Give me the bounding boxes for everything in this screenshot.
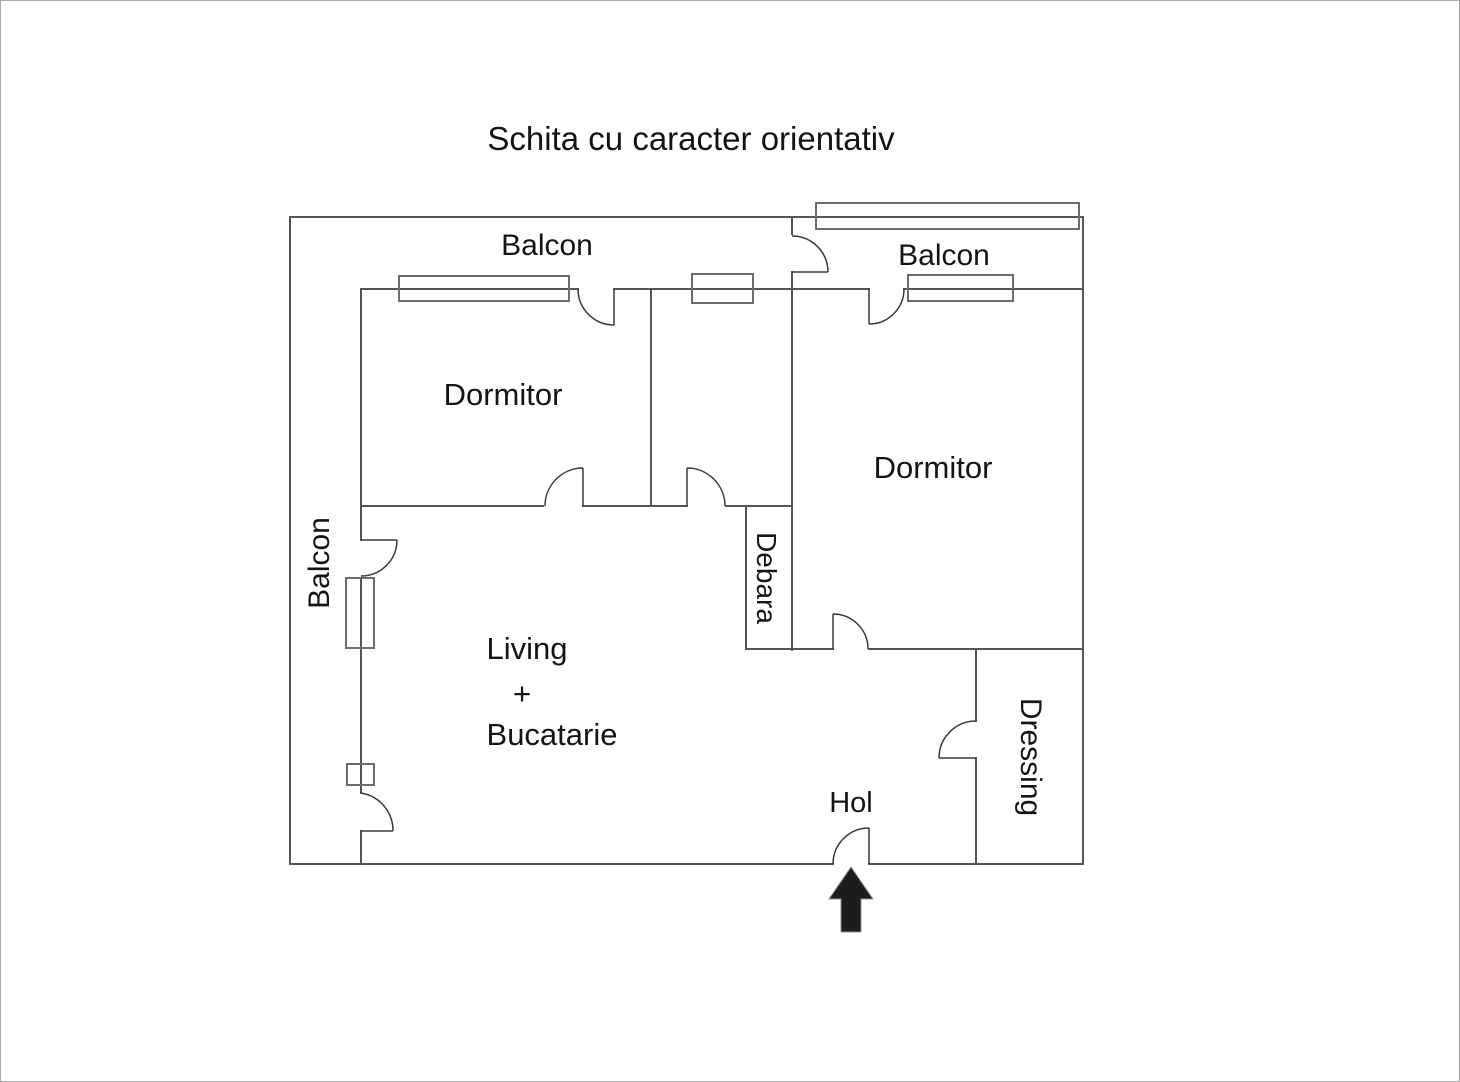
door-living-balcony-top <box>360 539 398 577</box>
windows <box>345 202 1080 786</box>
room-label-balcon-top-right: Balcon <box>898 239 990 272</box>
room-label-balcon-top-left: Balcon <box>501 229 593 262</box>
doors <box>360 235 977 865</box>
walls <box>289 216 1084 865</box>
door-living-balcony-bottom <box>360 792 394 832</box>
door-dormitor-left <box>544 467 584 507</box>
room-label-dormitor-right: Dormitor <box>874 450 993 485</box>
door-entrance <box>832 827 870 865</box>
room-label-debara: Debara <box>751 532 782 624</box>
room-label-balcon-left: Balcon <box>303 517 336 609</box>
window-balcony-rail-top-right <box>815 202 1080 230</box>
window-dormitor-left <box>398 275 570 302</box>
room-label-hol: Hol <box>829 787 873 819</box>
window-living-tall <box>345 577 375 649</box>
window-living-small <box>346 763 375 786</box>
page-title: Schita cu caracter orientativ <box>487 120 895 157</box>
door-middle-room <box>686 467 726 507</box>
door-dormitor-right-balcony <box>868 288 905 325</box>
window-balcon-right <box>907 274 1014 302</box>
room-label-dressing: Dressing <box>1014 698 1047 816</box>
entrance-arrow-icon <box>828 866 874 933</box>
room-label-dormitor-left: Dormitor <box>444 377 563 412</box>
door-dormitor-right <box>832 613 869 650</box>
window-middle-room <box>691 273 754 304</box>
room-label-living-line1: Living <box>487 631 568 666</box>
door-dressing <box>938 720 977 759</box>
room-label-living-line3: Bucatarie <box>487 717 618 752</box>
door-balcony-divider <box>791 235 829 273</box>
room-label-living-line2: + <box>513 676 531 711</box>
door-dormitor-left-balcony <box>577 288 615 326</box>
